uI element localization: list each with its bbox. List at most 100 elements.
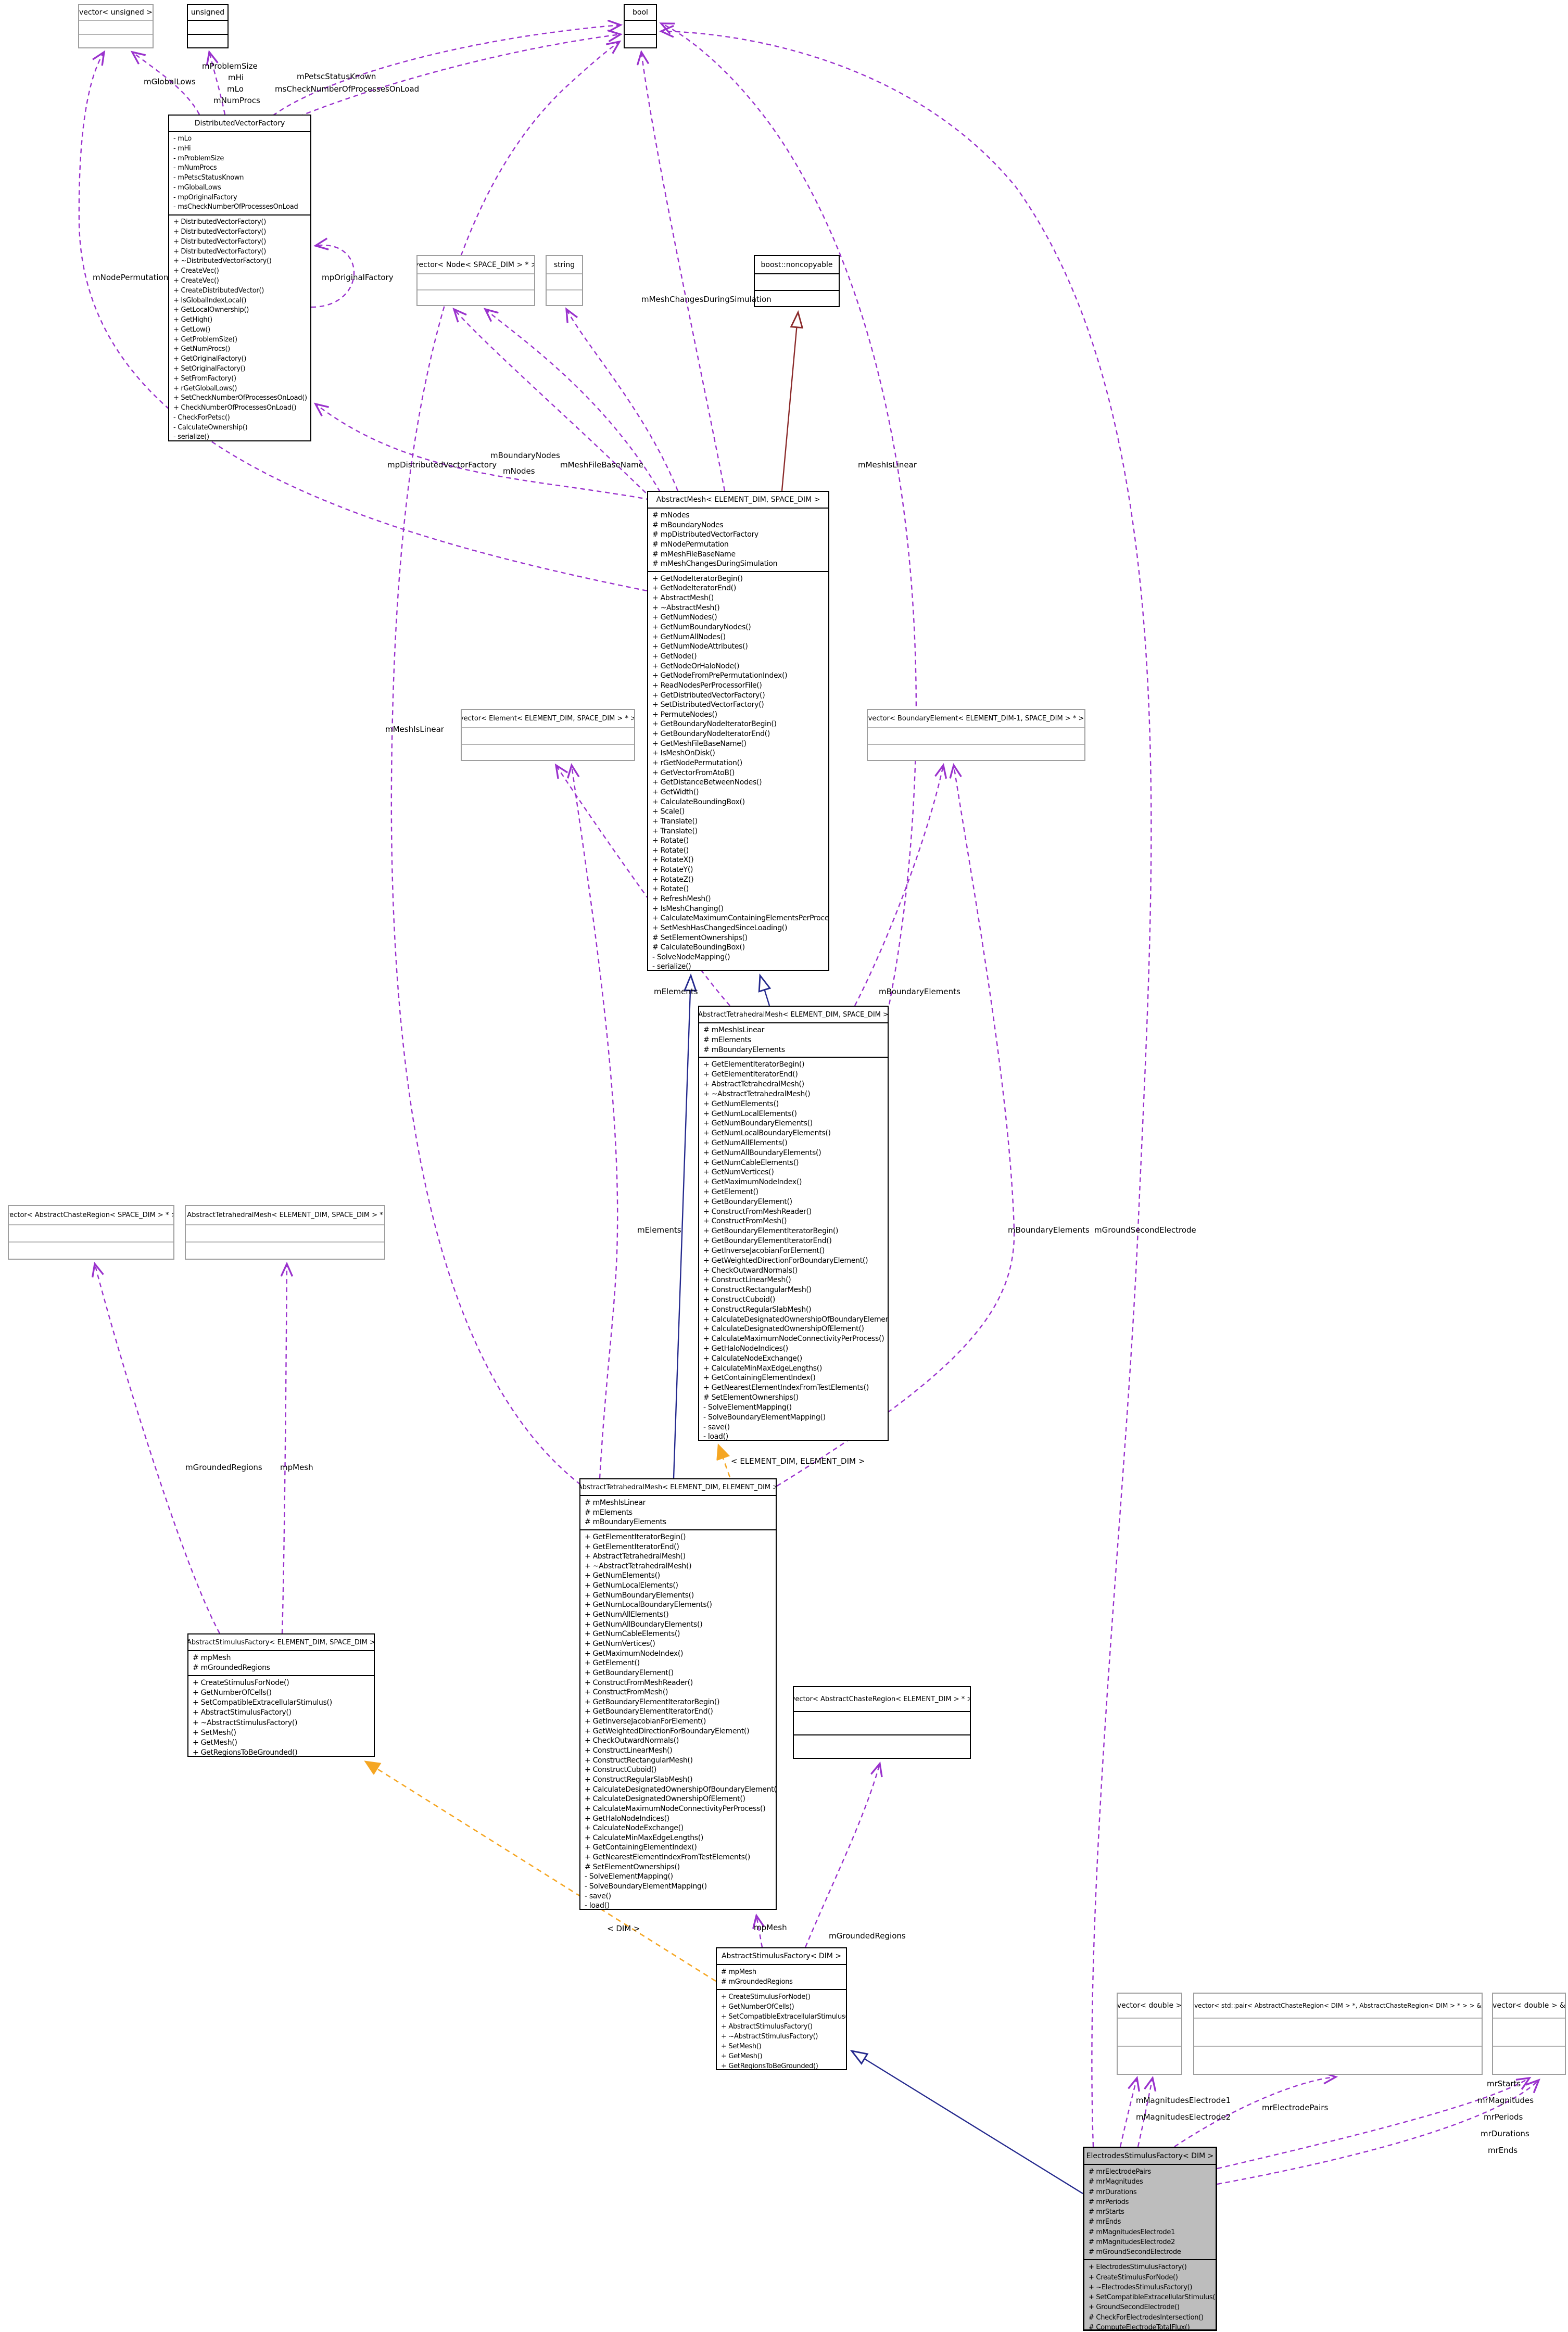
class-title: AbstractTetrahedralMesh< ELEMENT_DIM, SP… (699, 1010, 888, 1019)
edge-msCheckNumberOfProcessesOnLoad (283, 34, 621, 124)
class-box-electrodes-stimulus-factory[interactable]: ElectrodesStimulusFactory< DIM ># mrElec… (1083, 2147, 1217, 2331)
member-line: - mLo (173, 135, 192, 143)
member-line: + GetNumAllNodes() (652, 632, 726, 641)
member-line: + IsMeshOnDisk() (652, 749, 715, 758)
class-box-vector-chaste-region-element[interactable]: vector< AbstractChasteRegion< ELEMENT_DI… (793, 1686, 971, 1759)
class-box-abstract-stimulus-factory-es[interactable]: AbstractStimulusFactory< ELEMENT_DIM, SP… (187, 1633, 375, 1757)
class-box-vector-chaste-region-space[interactable]: vector< AbstractChasteRegion< SPACE_DIM … (8, 1205, 174, 1260)
member-line: + DistributedVectorFactory() (173, 247, 266, 256)
class-box-string[interactable]: string (546, 255, 583, 306)
edge-label: mPetscStatusKnown (297, 72, 376, 81)
class-title: AbstractStimulusFactory< ELEMENT_DIM, SP… (188, 1638, 374, 1646)
member-line: + CalculateDesignatedOwnershipOfElement(… (585, 1795, 745, 1804)
member-line: + GetVectorFromAtoB() (652, 768, 735, 777)
class-box-vector-double-ref[interactable]: vector< double > & (1492, 1993, 1566, 2075)
member-line: + AbstractTetrahedralMesh() (703, 1080, 804, 1089)
class-box-vector-unsigned[interactable]: vector< unsigned > (78, 4, 154, 48)
edge-label: msCheckNumberOfProcessesOnLoad (275, 84, 420, 94)
member-line: + SetCompatibleExtracellularStimulus() (1089, 2293, 1216, 2301)
member-line: + GetNodeIteratorBegin() (652, 574, 743, 583)
edge-template-dim (365, 1761, 716, 1982)
class-box-vector-pair[interactable]: vector< std::pair< AbstractChasteRegion<… (1193, 1993, 1483, 2075)
member-line: - mNumProcs (173, 164, 217, 172)
class-title: vector< unsigned > (79, 8, 153, 17)
member-line: + CheckNumberOfProcessesOnLoad() (173, 404, 297, 412)
class-box-boost-noncopyable[interactable]: boost::noncopyable (754, 255, 840, 307)
class-box-vector-boundary-element[interactable]: vector< BoundaryElement< ELEMENT_DIM-1, … (867, 709, 1085, 761)
member-line: # mElements (585, 1508, 633, 1517)
class-box-abstract-mesh[interactable]: AbstractMesh< ELEMENT_DIM, SPACE_DIM ># … (647, 491, 829, 971)
edge-ee-mElements (572, 765, 618, 1479)
member-line: + GroundSecondElectrode() (1089, 2303, 1180, 2312)
member-line: # mGroundedRegions (193, 1664, 270, 1672)
class-box-abstract-stimulus-factory-dim[interactable]: AbstractStimulusFactory< DIM ># mpMesh# … (716, 1947, 847, 2070)
member-line: + GetNumAllElements() (585, 1611, 669, 1619)
edge-label: mrPeriods (1484, 2112, 1523, 2122)
member-line: # mrDurations (1089, 2188, 1137, 2196)
empty-compartment (418, 289, 534, 306)
member-line: + ConstructFromMesh() (703, 1217, 787, 1226)
member-line: # mBoundaryElements (703, 1045, 785, 1054)
empty-compartment (462, 727, 634, 744)
class-box-unsigned[interactable]: unsigned (187, 4, 229, 48)
edge-label: mProblemSize (202, 61, 258, 71)
member-line: + ConstructRegularSlabMesh() (585, 1775, 693, 1784)
edge-label: mBoundaryElements (879, 987, 960, 996)
edge-est-mrElectrodePairs (1174, 2077, 1336, 2148)
member-line: # CheckForElectrodesIntersection() (1089, 2313, 1204, 2322)
class-box-distributed-vector-factory[interactable]: DistributedVectorFactory- mLo- mHi- mPro… (168, 115, 311, 441)
empty-compartment (1493, 2046, 1565, 2074)
edge-mMeshChangesDuringSimulation (641, 52, 726, 491)
member-line: + Rotate() (652, 846, 689, 855)
member-line: + GetElement() (703, 1188, 758, 1196)
empty-compartment (9, 1241, 173, 1259)
member-line: + ElectrodesStimulusFactory() (1089, 2263, 1187, 2272)
member-line: + ~AbstractStimulusFactory() (193, 1718, 298, 1727)
class-box-bool[interactable]: bool (624, 4, 657, 48)
methods-section: + GetElementIteratorBegin()+ GetElementI… (580, 1529, 776, 1909)
member-line: # mElements (703, 1035, 751, 1044)
methods-section: + GetElementIteratorBegin()+ GetElementI… (699, 1057, 888, 1440)
class-box-vector-double[interactable]: vector< double > (1117, 1993, 1182, 2075)
member-line: + GetNumAllBoundaryElements() (585, 1620, 703, 1629)
edge-esf-mpMesh (282, 1264, 287, 1634)
class-box-vector-element[interactable]: vector< Element< ELEMENT_DIM, SPACE_DIM … (461, 709, 635, 761)
edge-template-elementdim-elementdim (718, 1445, 731, 1478)
class-box-vector-node[interactable]: vector< Node< SPACE_DIM > * > (416, 255, 535, 306)
member-line: + GetHaloNodeIndices() (703, 1345, 788, 1353)
member-line: + PermuteNodes() (652, 710, 717, 719)
member-line: - mPetscStatusKnown (173, 174, 244, 182)
member-line: + AbstractMesh() (652, 594, 714, 603)
member-line: + DistributedVectorFactory() (173, 228, 266, 236)
attributes-section: - mLo- mHi- mProblemSize- mNumProcs- mPe… (169, 131, 310, 214)
class-box-abstract-tetrahedral-mesh-ee[interactable]: AbstractTetrahedralMesh< ELEMENT_DIM, EL… (579, 1478, 777, 1910)
member-line: + GetLocalOwnership() (173, 306, 249, 314)
member-line: + GetNumVertices() (585, 1639, 655, 1648)
member-line: # mrElectrodePairs (1089, 2168, 1151, 2176)
member-line: + IsMeshChanging() (652, 904, 724, 913)
edge-label: mpMesh (754, 1923, 787, 1932)
member-line: + GetNumProcs() (173, 345, 231, 353)
member-line: + CheckOutwardNormals() (585, 1737, 679, 1745)
class-box-abstract-tetrahedral-mesh-es[interactable]: AbstractTetrahedralMesh< ELEMENT_DIM, SP… (698, 1006, 889, 1441)
edge-label: mNodes (503, 466, 535, 476)
member-line: + RotateX() (652, 856, 694, 865)
class-title: vector< Element< ELEMENT_DIM, SPACE_DIM … (462, 715, 634, 723)
class-box-tetra-mesh-pointer[interactable]: AbstractTetrahedralMesh< ELEMENT_DIM, SP… (185, 1205, 385, 1260)
member-line: + GetNumLocalBoundaryElements() (703, 1129, 831, 1138)
edge-label: mMeshChangesDuringSimulation (641, 295, 772, 304)
edge-asfdim-mGroundedRegions (804, 1764, 880, 1948)
member-line: + GetNearestElementIndexFromTestElements… (585, 1853, 750, 1862)
member-line: - SolveBoundaryElementMapping() (585, 1882, 707, 1891)
member-line: + IsGlobalIndexLocal() (173, 296, 247, 305)
member-line: # mMagnitudesElectrode1 (1089, 2228, 1175, 2236)
member-line: + GetNumAllElements() (703, 1138, 788, 1147)
edge-mGlobalLows (132, 52, 200, 115)
member-line: + Translate() (652, 827, 698, 835)
member-line: + CalculateNodeExchange() (703, 1354, 802, 1363)
attributes-section: # mrElectrodePairs# mrMagnitudes# mrDura… (1084, 2164, 1216, 2259)
member-line: + GetNumLocalElements() (585, 1581, 678, 1590)
member-line: - mProblemSize (173, 154, 224, 162)
empty-compartment (186, 1224, 384, 1241)
member-line: + ReadNodesPerProcessorFile() (652, 681, 762, 690)
